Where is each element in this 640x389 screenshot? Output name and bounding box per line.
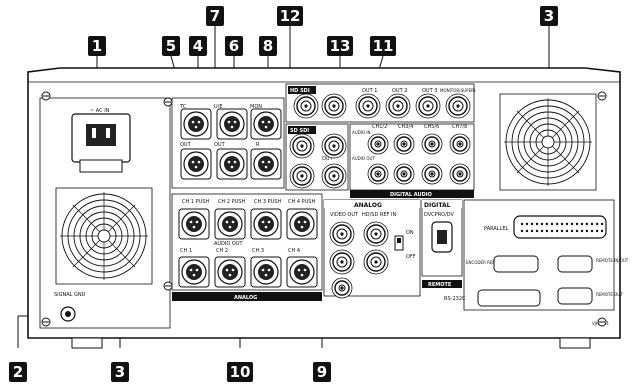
- callout-3: 3: [111, 362, 129, 382]
- analog-video-section: ANALOG VIDEO OUT HD/SD REF IN ON OFF: [323, 199, 421, 299]
- remote-out-label: REMOTE OUT: [596, 292, 623, 297]
- out2-label: OUT 2: [392, 88, 407, 94]
- callout-4: 4: [189, 36, 207, 56]
- rs232c-port[interactable]: [477, 289, 541, 307]
- svg-text:9: 9: [317, 363, 327, 381]
- remote-in-port[interactable]: [557, 255, 593, 273]
- digital-dvcpro-section: DIGITAL DVCPRO/DV: [421, 199, 463, 277]
- out-label: OUT: [180, 142, 192, 148]
- monitor-label: MONITOR(SUPER): [440, 88, 476, 93]
- hd-sdi-section: HD SDI OUT 1 OUT 2 OUT 3 MONITOR(SUPER): [285, 83, 476, 123]
- encoder-remote-label: ENCODER REMOTE: [466, 260, 504, 265]
- audio-out-label: AUDIO OUT: [214, 241, 244, 247]
- ch4-push-label: CH 4 PUSH: [288, 199, 315, 205]
- sd-sdi-label: SD SDI: [290, 128, 309, 134]
- dvcpro-label: DVCPRO/DV: [424, 212, 455, 218]
- svg-text:12: 12: [280, 7, 301, 25]
- fan-grille-left: [55, 187, 153, 285]
- ch3-push-label: CH 3 PUSH: [254, 199, 281, 205]
- svg-text:8: 8: [263, 37, 273, 55]
- audio-out-label-2: AUDIO OUT: [352, 156, 375, 161]
- encoder-remote-port[interactable]: [493, 255, 539, 273]
- ch1-label: CH 1: [180, 248, 192, 254]
- callout-7: 7: [206, 6, 224, 26]
- screws: [41, 91, 607, 327]
- svg-text:6: 6: [229, 37, 239, 55]
- analog-label: ANALOG: [234, 295, 257, 301]
- svg-text:10: 10: [230, 363, 251, 381]
- ch34-label: CH3/4: [398, 124, 413, 130]
- ref-in-label: HD/SD REF IN: [362, 212, 396, 218]
- out1-label: OUT 1: [362, 88, 377, 94]
- tc-out-label: OUT: [214, 142, 226, 148]
- digital-audio-label: DIGITAL AUDIO: [390, 192, 432, 198]
- tc-mon-section: TC U/E MON OUT R OUT: [171, 97, 285, 189]
- svg-text:13: 13: [330, 37, 351, 55]
- ch12-label: CH1/2: [372, 124, 387, 130]
- ch4-label: CH 4: [288, 248, 300, 254]
- ch1-push-label: CH 1 PUSH: [182, 199, 209, 205]
- svg-text:2: 2: [13, 363, 23, 381]
- rs232c-label: RS-232C: [444, 296, 466, 302]
- svg-text:1: 1: [92, 37, 102, 55]
- svg-text:7: 7: [210, 7, 220, 25]
- tc-label: TC: [179, 104, 187, 110]
- analog-audio-section: CH 1 PUSH CH 2 PUSH CH 3 PUSH CH 4 PUSH …: [171, 193, 323, 301]
- svg-text:3: 3: [544, 7, 554, 25]
- remote-in-label: REMOTE IN/OUT: [596, 258, 629, 263]
- remote-label: REMOTE: [428, 282, 452, 288]
- callout-9: 9: [313, 362, 331, 382]
- audio-in-label: AUDIO IN: [352, 130, 371, 135]
- ch2-push-label: CH 2 PUSH: [218, 199, 245, 205]
- parallel-port[interactable]: [513, 215, 607, 239]
- digital-audio-section: AUDIO IN AUDIO OUT CH1/2 CH3/4 CH5/6 CH7…: [349, 123, 475, 198]
- svg-text:5: 5: [166, 37, 176, 55]
- out3-label: OUT 3: [422, 88, 437, 94]
- mon-label: MON: [250, 104, 262, 110]
- remote-out-port[interactable]: [557, 287, 593, 305]
- hd-sdi-label: HD SDI: [290, 88, 310, 94]
- parallel-label: PARALLEL: [484, 226, 509, 232]
- mon-r-label: R: [256, 142, 260, 148]
- callout-1: 1: [88, 36, 106, 56]
- ch3-label: CH 3: [252, 248, 264, 254]
- digital-label: DIGITAL: [424, 202, 451, 209]
- svg-text:4: 4: [193, 37, 203, 55]
- remote-section: PARALLEL ENCODER REMOTE REMOTE IN/OUT RE…: [422, 199, 629, 326]
- callout-11: 11: [370, 36, 396, 56]
- analog-video-label: ANALOG: [354, 202, 382, 209]
- signal-gnd-label: SIGNAL GND: [54, 292, 86, 298]
- sd-sdi-section: SD SDI OUT: [285, 123, 349, 191]
- off-label: OFF: [406, 254, 416, 260]
- sd-out-label: OUT: [322, 156, 334, 162]
- ue-label: U/E: [214, 104, 223, 110]
- callout-2: 2: [9, 362, 27, 382]
- callout-8: 8: [259, 36, 277, 56]
- ac-inlet-section: ~ AC IN: [39, 97, 171, 329]
- on-label: ON: [406, 230, 414, 236]
- callout-6: 6: [225, 36, 243, 56]
- callout-13: 13: [327, 36, 353, 56]
- callout-5: 5: [162, 36, 180, 56]
- svg-text:3: 3: [115, 363, 125, 381]
- ch56-label: CH5/6: [424, 124, 439, 130]
- video-out-label: VIDEO OUT: [330, 212, 359, 218]
- callout-3: 3: [540, 6, 558, 26]
- ch2-label: CH 2: [216, 248, 228, 254]
- signal-gnd: SIGNAL GND: [54, 292, 86, 322]
- callout-10: 10: [227, 362, 253, 382]
- ch78-label: CH7/8: [452, 124, 467, 130]
- ac-in-label: ~ AC IN: [90, 108, 110, 114]
- callout-12: 12: [277, 6, 303, 26]
- fan-grille-right: [499, 93, 597, 191]
- svg-text:11: 11: [373, 37, 394, 55]
